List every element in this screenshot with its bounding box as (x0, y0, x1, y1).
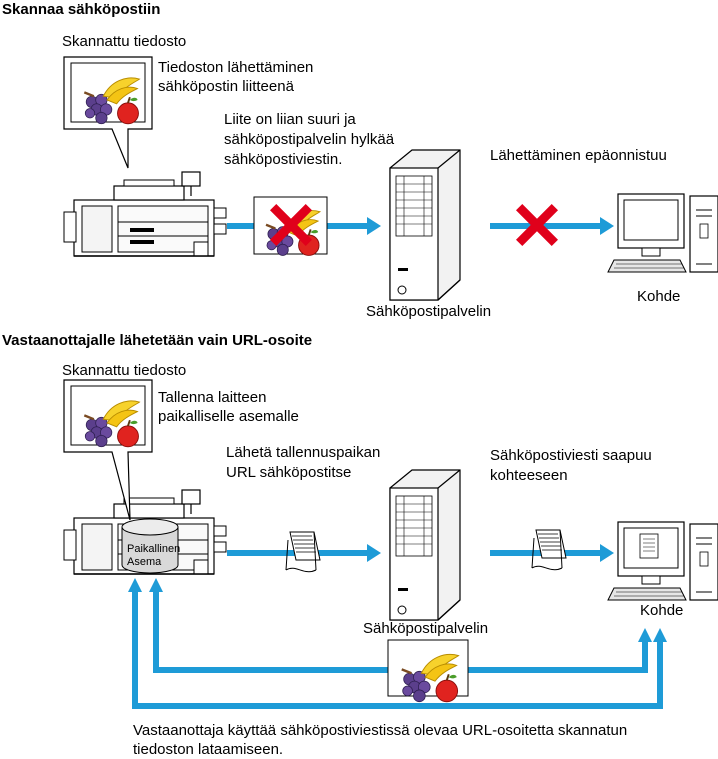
arrive-text-line1: Sähköpostiviesti saapuu (490, 447, 652, 464)
section1-target-label: Kohde (637, 288, 681, 305)
computer-icon-1 (607, 193, 718, 273)
section2-bubble-line2: paikalliselle asemalle (158, 408, 299, 425)
speech-bubble-1 (63, 56, 153, 169)
reject-text-line1: Liite on liian suuri ja (224, 111, 356, 128)
section2-title: Vastaanottajalle lähetetään vain URL-oso… (2, 332, 313, 349)
footer-text-line2: tiedoston lataamiseen. (133, 741, 284, 758)
document-icon-2 (531, 529, 567, 571)
downloaded-file-icon (387, 639, 469, 703)
computer-icon-2 (607, 521, 718, 601)
speech-bubble-2 (63, 379, 153, 521)
drive-label-line2: Asema (127, 556, 162, 568)
footer-text-line1: Vastaanottaja käyttää sähköpostiviestiss… (133, 722, 628, 739)
section2-target-label: Kohde (640, 602, 684, 619)
reject-text-line3: sähköpostiviestin. (224, 151, 343, 168)
section2-scanned-label: Skannattu tiedosto (62, 362, 187, 379)
server-icon-2 (389, 469, 461, 621)
server-icon-1 (389, 149, 461, 301)
attachment-rejected-icon (253, 196, 328, 257)
scanner-icon-1 (63, 171, 227, 257)
section2-bubble-line1: Tallenna laitteen (158, 389, 267, 406)
reject-text-line2: sähköpostipalvelin hylkää (224, 131, 395, 148)
section1-scanned-label: Skannattu tiedosto (62, 33, 187, 50)
arrow-server-to-target-1 (490, 204, 614, 246)
arrive-text-line2: kohteeseen (490, 467, 568, 484)
drive-icon (121, 518, 179, 574)
section1-bubble-line2: sähköpostin liitteenä (158, 78, 294, 95)
send-text-line2: URL sähköpostitse (226, 464, 352, 481)
drive-label-line1: Paikallinen (127, 543, 180, 555)
send-text-line1: Lähetä tallennuspaikan (226, 444, 381, 461)
section2-server-label: Sähköpostipalvelin (363, 620, 489, 637)
section1-bubble-line1: Tiedoston lähettäminen (158, 59, 314, 76)
fail-text: Lähettäminen epäonnistuu (490, 147, 667, 164)
section1-server-label: Sähköpostipalvelin (366, 303, 492, 320)
section1-title: Skannaa sähköpostiin (2, 1, 161, 18)
